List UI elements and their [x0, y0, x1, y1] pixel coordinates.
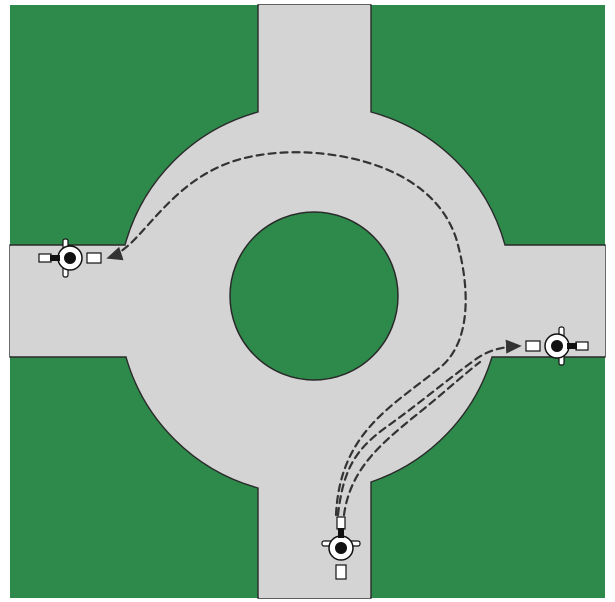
west-road-edge [10, 246, 14, 356]
north-road-edge [259, 5, 370, 9]
south-road-edge [259, 594, 370, 598]
central-island [230, 212, 398, 380]
east-road-edge [601, 246, 605, 356]
